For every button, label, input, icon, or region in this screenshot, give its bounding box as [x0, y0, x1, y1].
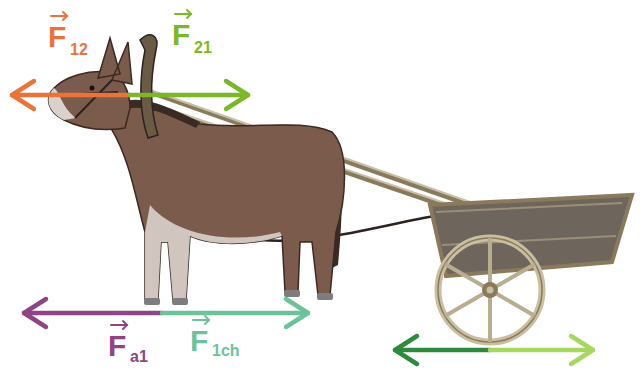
force-subscript: a1 — [130, 349, 148, 365]
force-symbol: F — [172, 20, 190, 50]
force-subscript: 1ch — [212, 343, 240, 359]
force-subscript: 21 — [194, 40, 212, 56]
force-subscript: 12 — [70, 42, 88, 58]
donkey-ears — [98, 38, 132, 84]
cart — [430, 195, 632, 342]
collar — [140, 35, 158, 138]
force-symbol: F — [48, 22, 66, 52]
vector-marks — [51, 10, 209, 329]
force-arrows — [12, 81, 593, 364]
force-symbol: F — [190, 326, 208, 356]
force-symbol: F — [108, 331, 126, 361]
hooves — [144, 290, 333, 305]
